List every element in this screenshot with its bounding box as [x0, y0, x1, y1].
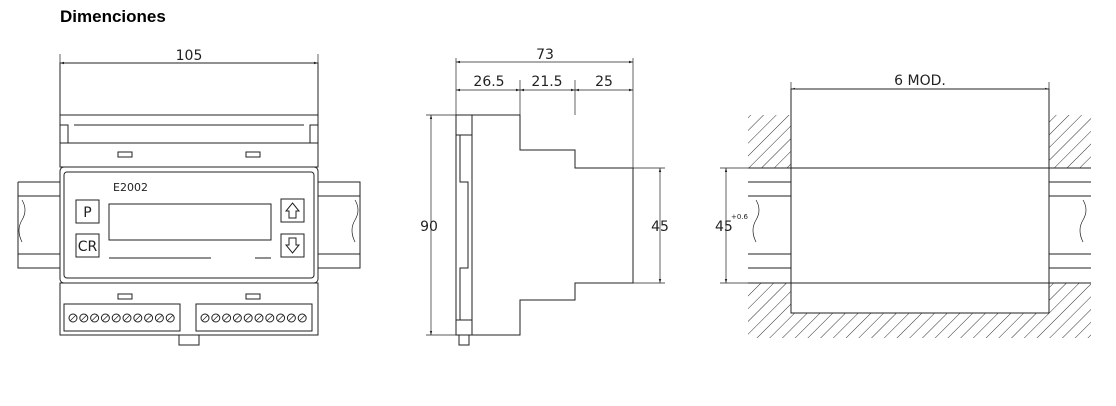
- terminal-screw: [200, 313, 210, 323]
- module-outline: [790, 88, 1050, 314]
- modules-label: 6 MOD.: [894, 73, 946, 89]
- terminal-screw: [79, 313, 89, 323]
- terminal-screw-slot: [123, 314, 131, 322]
- terminal-screw: [133, 313, 143, 323]
- terminal-screw-slot: [277, 314, 284, 322]
- terminal-screw: [122, 313, 132, 323]
- front-panel: [63, 171, 315, 279]
- terminal-screw: [154, 313, 164, 323]
- arrow-down-icon: [284, 237, 301, 254]
- din-clip: [178, 334, 200, 346]
- lcd-display: [108, 203, 272, 241]
- terminal-screw-slot: [223, 314, 230, 322]
- terminal-screw: [100, 313, 110, 323]
- side-seg1-label: 26.5: [473, 74, 504, 90]
- terminal-screw: [144, 313, 154, 323]
- terminal-screw: [222, 313, 232, 323]
- terminal-block-right: [195, 303, 313, 332]
- terminal-screw-slot: [201, 314, 209, 322]
- terminal-screw-slot: [298, 314, 306, 322]
- terminal-screw-slot: [112, 314, 120, 322]
- terminal-screw-slot: [166, 314, 174, 322]
- terminal-screw-slot: [134, 314, 142, 322]
- terminal-screw-slot: [91, 314, 98, 322]
- terminal-screw-slot: [288, 314, 295, 322]
- terminal-screw-slot: [266, 314, 274, 322]
- cr-button-label: CR: [78, 239, 98, 255]
- terminal-screw-slot: [80, 314, 88, 322]
- front-top-cap: [59, 62, 319, 116]
- terminal-screw: [111, 313, 121, 323]
- down-button[interactable]: [280, 233, 305, 258]
- side-front-height-label: 45: [651, 219, 669, 235]
- terminal-screw: [90, 313, 100, 323]
- terminal-screw-slot: [102, 314, 109, 322]
- terminal-screw-slot: [212, 314, 220, 322]
- mounting-view: 6 MOD. 45 +0.6: [715, 73, 1091, 338]
- terminal-screw: [232, 313, 242, 323]
- side-seg3-label: 25: [595, 74, 613, 90]
- up-button[interactable]: [280, 198, 305, 223]
- p-button-label: P: [83, 205, 91, 221]
- side-outline: [472, 114, 634, 336]
- front-view: 105 E2002 P CR: [17, 48, 361, 346]
- terminal-screw-slot: [234, 314, 241, 322]
- terminal-screw-slot: [244, 314, 252, 322]
- terminal-screw-slot: [255, 314, 263, 322]
- side-seg2-label: 21.5: [531, 74, 562, 90]
- terminal-screw-slot: [69, 314, 77, 322]
- terminal-screw: [286, 313, 296, 323]
- terminal-screw: [211, 313, 221, 323]
- terminal-block-left: [63, 303, 181, 332]
- front-width-label: 105: [176, 48, 203, 64]
- terminal-screw-slot: [145, 314, 152, 322]
- terminal-screw: [68, 313, 78, 323]
- terminal-screw: [297, 313, 307, 323]
- side-height-label: 90: [420, 219, 438, 235]
- p-button[interactable]: P: [75, 199, 100, 224]
- terminal-screw: [243, 313, 253, 323]
- terminal-screw-slot: [156, 314, 163, 322]
- terminal-screw: [254, 313, 264, 323]
- cr-button[interactable]: CR: [75, 233, 100, 258]
- mount-tolerance-label: +0.6: [731, 213, 749, 221]
- terminal-screw: [165, 313, 175, 323]
- terminal-screw: [276, 313, 286, 323]
- arrow-up-icon: [284, 202, 301, 219]
- mount-height-label: 45: [715, 219, 733, 235]
- terminal-screw: [265, 313, 275, 323]
- side-view: 73 26.5 21.5 25 90 45: [420, 47, 669, 346]
- page-title: Dimenciones: [60, 7, 166, 26]
- model-label: E2002: [113, 181, 148, 194]
- side-total-label: 73: [536, 47, 554, 63]
